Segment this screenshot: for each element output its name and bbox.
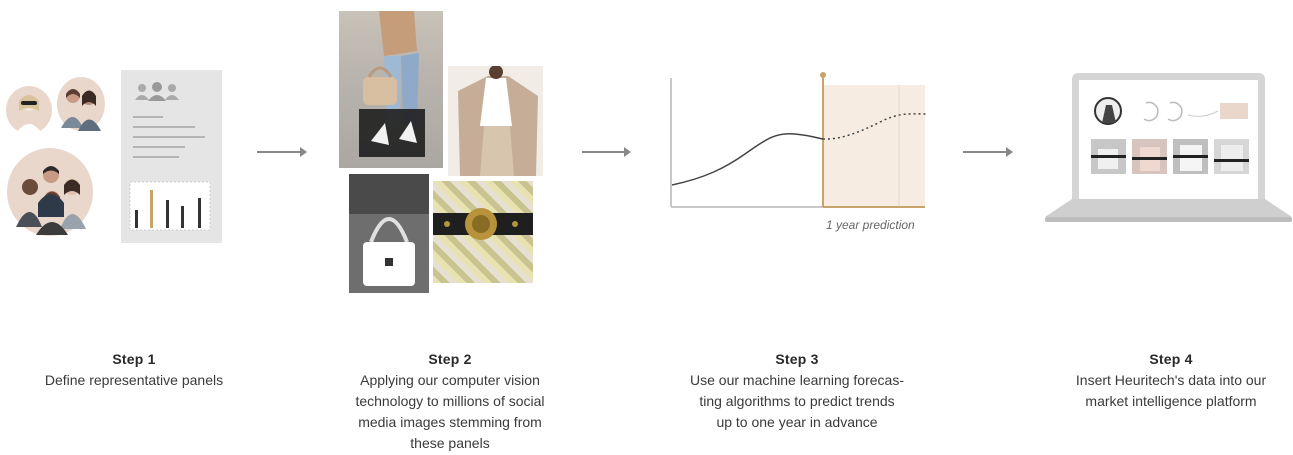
step-description-line: Define representative panels [44,372,224,388]
prediction-label: 1 year prediction [826,218,915,232]
predicted-trend-line [822,113,928,140]
step-description-line: these panels [410,435,490,451]
step-1-caption: Step 1 Define representative panels [0,351,274,391]
step-description-line: technology to millions of social [355,393,545,409]
step-description-line: market intelligence platform [1085,393,1257,409]
step-title: Step 3 [775,351,819,367]
step-3-caption: Step 3 Use our machine learning forecas-… [657,351,937,433]
step-2-caption: Step 2 Applying our computer vision tech… [310,351,590,454]
step-description-line: media images stemming from [358,414,542,430]
fashion-photo-blazer [448,66,543,176]
arrow-right-icon [257,147,307,157]
panel-couple-icon [57,77,105,131]
historical-trend-line [671,132,824,186]
step-title: Step 1 [112,351,156,367]
step-description-line: up to one year in advance [716,414,878,430]
step-title: Step 4 [1149,351,1193,367]
fashion-photo-jeans [339,11,443,168]
fashion-photo-belt [433,181,533,283]
forecast-chart [670,72,928,208]
step-title: Step 2 [428,351,472,367]
step-description-line: ting algorithms to predict trends [699,393,895,409]
prediction-area [823,85,925,206]
people-group-icon [135,82,179,101]
panel-group-icon [7,148,93,236]
arrow-right-icon [963,147,1013,157]
prediction-marker-dot [820,72,826,78]
fashion-photo-bag [349,174,429,293]
step-description-line: Use our machine learning forecas- [690,372,904,388]
arrow-right-icon [582,147,631,157]
step-4-caption: Step 4 Insert Heuritech's data into our … [1031,351,1293,412]
step-description-line: Applying our computer vision [360,372,540,388]
panel-person-icon [6,86,52,135]
document-bar-chart [129,181,211,231]
dashboard-preview [1091,97,1249,174]
step-description-line: Insert Heuritech's data into our [1075,372,1267,388]
document-lines [133,116,205,158]
